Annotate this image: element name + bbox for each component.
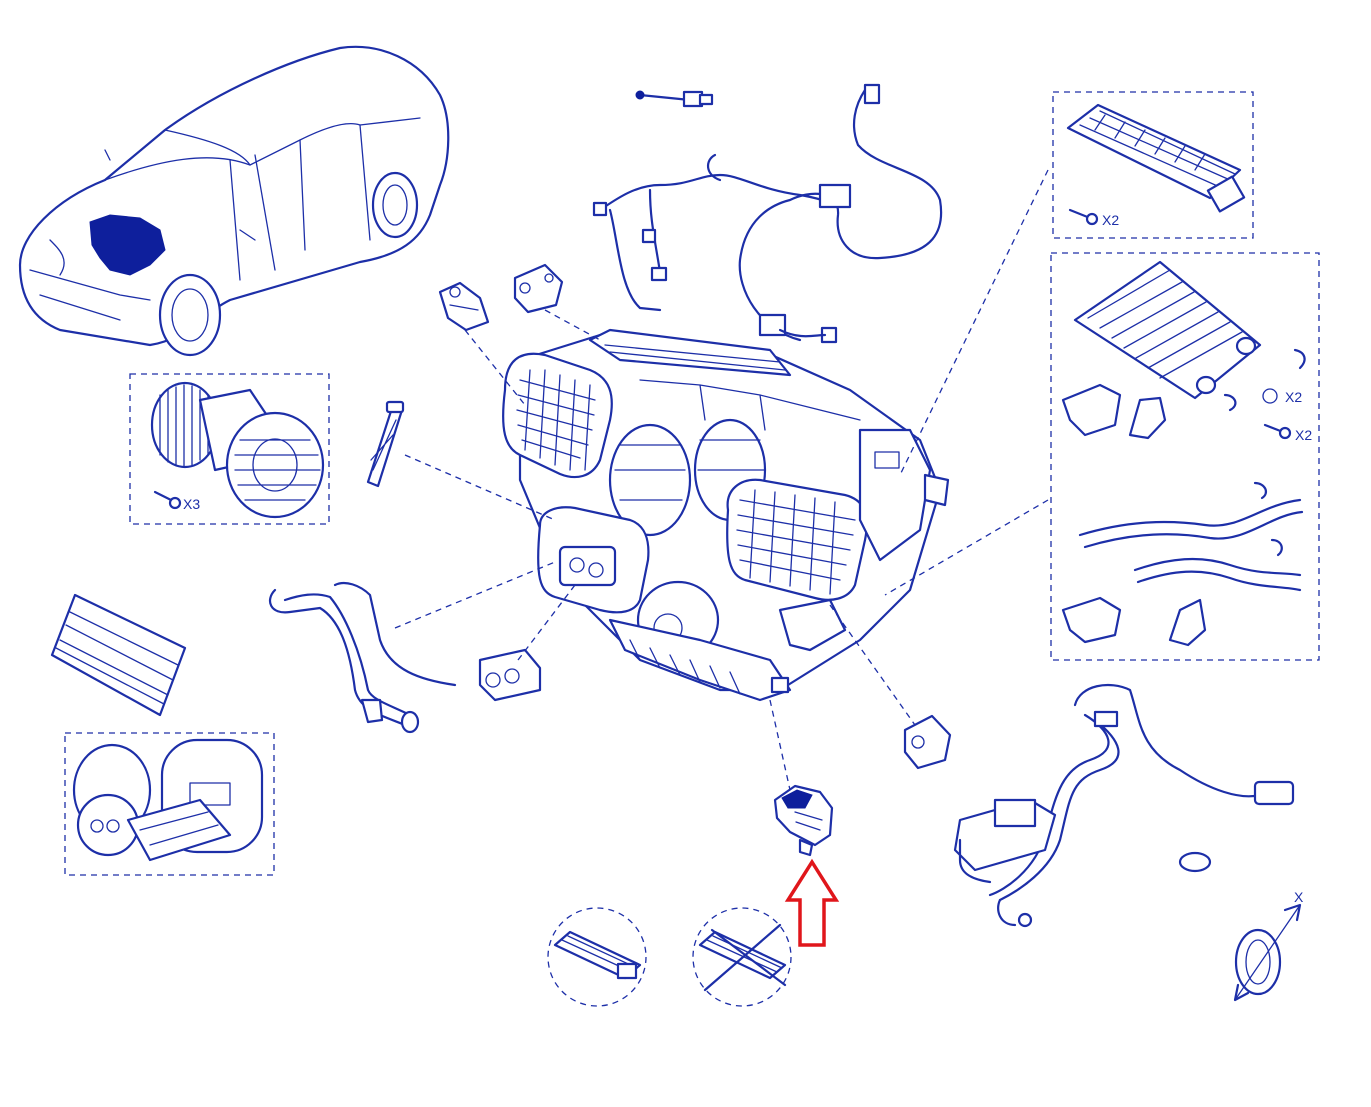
- grommet-axis: X: [1233, 889, 1304, 1002]
- blower-motor-group: X3: [129, 373, 330, 525]
- heater-seal-qty: X2: [1285, 389, 1302, 405]
- highlighted-hvac-location: [89, 214, 166, 276]
- variant-without-heater: [692, 907, 792, 1007]
- flap-actuator-middle: [513, 263, 564, 314]
- wiring-harness-top: [592, 83, 943, 344]
- cabin-filter-strip: [366, 400, 405, 488]
- flap-actuator-lower-right: [903, 714, 952, 770]
- wiring-harness-bottom: [953, 683, 1295, 928]
- blower-control-module[interactable]: [773, 784, 834, 857]
- pointer-arrow-up: [784, 858, 840, 947]
- axis-label-x: X: [1294, 889, 1304, 905]
- vehicle-locator: [18, 45, 450, 357]
- expansion-valve: [478, 648, 542, 702]
- leader-lines: [394, 169, 1049, 791]
- blower-screw-qty: X3: [183, 496, 200, 512]
- pollen-filter: [50, 593, 187, 717]
- temperature-sensor: [635, 90, 714, 108]
- heater-matrix-group: X2 X2: [1050, 252, 1320, 661]
- hvac-unit-housing: [502, 328, 950, 702]
- resistor-screw-qty: X2: [1102, 212, 1119, 228]
- heater-screw-qty: X2: [1295, 427, 1312, 443]
- air-inlet-flap-group: [64, 732, 275, 876]
- flap-actuator-left: [438, 281, 490, 332]
- heater-resistor-group: X2: [1052, 91, 1254, 239]
- heater-hose-left: [268, 581, 457, 734]
- variant-with-heater: [547, 907, 647, 1007]
